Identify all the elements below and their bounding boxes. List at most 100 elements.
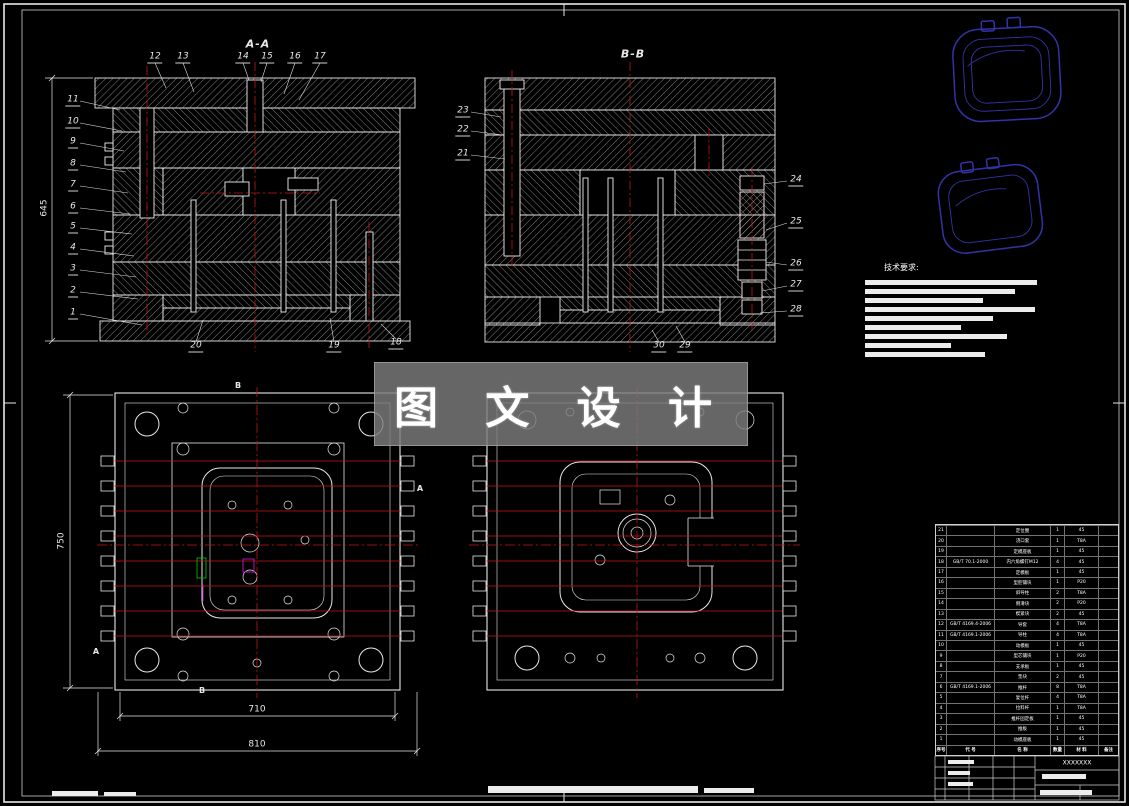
callout-19: 19	[326, 340, 342, 353]
bom-cell: 7	[936, 671, 946, 681]
bom-cell	[946, 692, 994, 703]
callout-16: 16	[287, 51, 303, 64]
bom-cell: GB/T 4169.1-2006	[946, 681, 994, 693]
bom-cell: 45	[1064, 608, 1098, 620]
bom-cell	[1098, 681, 1118, 693]
callout-22: 22	[455, 124, 471, 137]
bom-cell: 斜导柱	[994, 587, 1050, 599]
bom-cell: 5	[936, 692, 946, 702]
bom-cell: 支承板	[994, 660, 1050, 672]
bom-cell: 推板	[994, 723, 1050, 735]
bom-cell: 1	[1050, 545, 1064, 557]
bom-cell	[1098, 566, 1118, 578]
bom-cell: 定模座板	[994, 545, 1050, 557]
bom-cell	[946, 713, 994, 724]
title-block-text	[948, 771, 970, 775]
bom-cell: 导套	[994, 619, 1050, 630]
bom-cell: 45	[1064, 545, 1098, 557]
bom-cell: T8A	[1064, 619, 1098, 630]
section-a-label: A-A	[245, 37, 271, 51]
bom-cell: 材 料	[1064, 744, 1098, 755]
dimension-lines	[45, 74, 421, 756]
bom-cell: 型芯镶块	[994, 650, 1050, 661]
cut-label-a-right: A	[416, 484, 424, 493]
tech-requirements-line	[865, 298, 983, 303]
bom-cell	[1098, 650, 1118, 661]
callout-21: 21	[455, 148, 471, 161]
tech-requirements-title: 技术要求:	[884, 263, 919, 272]
callout-24: 24	[788, 174, 804, 187]
tech-requirements-line	[865, 307, 1035, 312]
bom-cell	[946, 671, 994, 682]
bom-cell: 1	[1050, 639, 1064, 651]
bottom-strip-text	[52, 791, 98, 796]
bom-cell: T8A	[1064, 702, 1098, 714]
bom-cell: 1	[1050, 723, 1064, 735]
callout-4: 4	[68, 242, 78, 255]
bom-cell: 4	[936, 702, 946, 713]
part-iso-bottom	[937, 157, 1044, 254]
bom-cell	[1098, 639, 1118, 651]
bom-cell: 1	[1050, 734, 1064, 745]
section-b-b-view	[484, 62, 776, 352]
bom-cell: 45	[1064, 723, 1098, 735]
callout-13: 13	[175, 51, 191, 64]
callout-18: 18	[388, 337, 404, 350]
bom-cell: 复位杆	[994, 692, 1050, 703]
tech-requirements-line	[865, 289, 1015, 294]
bom-cell: 45	[1064, 734, 1098, 745]
bom-cell: 18	[936, 556, 946, 566]
bom-cell: 11	[936, 629, 946, 640]
tech-requirements-line	[865, 325, 961, 330]
bom-cell	[1098, 556, 1118, 567]
bom-cell: 21	[936, 525, 946, 535]
bom-cell: 2	[1050, 598, 1064, 609]
bom-cell: 8	[936, 660, 946, 671]
bom-cell: 2	[1050, 587, 1064, 599]
cut-label-a-left: A	[92, 647, 100, 656]
bom-cell: 10	[936, 639, 946, 650]
callout-1: 1	[68, 307, 78, 320]
bom-cell	[1098, 598, 1118, 609]
cut-label-b-top: B	[234, 381, 242, 390]
bottom-strip-text	[488, 786, 698, 793]
bom-cell	[946, 660, 994, 672]
bom-cell	[1098, 723, 1118, 735]
part-iso-top	[952, 16, 1062, 123]
bom-cell: 1	[1050, 650, 1064, 661]
bom-cell	[946, 545, 994, 557]
bom-cell: 14	[936, 598, 946, 608]
bom-cell	[946, 608, 994, 620]
bom-header-row: 序号代 号名 称数量材 料备注	[936, 744, 1118, 755]
bom-cell: GB/T 4169.1-2006	[946, 629, 994, 640]
bom-cell: 4	[1050, 629, 1064, 640]
bom-cell: 拉料杆	[994, 702, 1050, 714]
bom-cell: 45	[1064, 556, 1098, 567]
bom-cell: 数量	[1050, 744, 1064, 755]
callout-26: 26	[788, 258, 804, 271]
callout-leaders	[79, 62, 788, 343]
sheet-frame	[3, 3, 1126, 803]
bom-cell	[946, 525, 994, 536]
bom-cell: 19	[936, 545, 946, 556]
bom-cell: 序号	[936, 744, 946, 755]
bom-cell: T8A	[1064, 587, 1098, 599]
tech-requirements-line	[865, 316, 993, 321]
bom-cell	[1098, 535, 1118, 546]
bom-cell: P20	[1064, 650, 1098, 661]
bom-cell	[946, 587, 994, 599]
drawing-number: XXXXXXX	[1062, 759, 1092, 767]
bom-cell: 浇口套	[994, 535, 1050, 546]
